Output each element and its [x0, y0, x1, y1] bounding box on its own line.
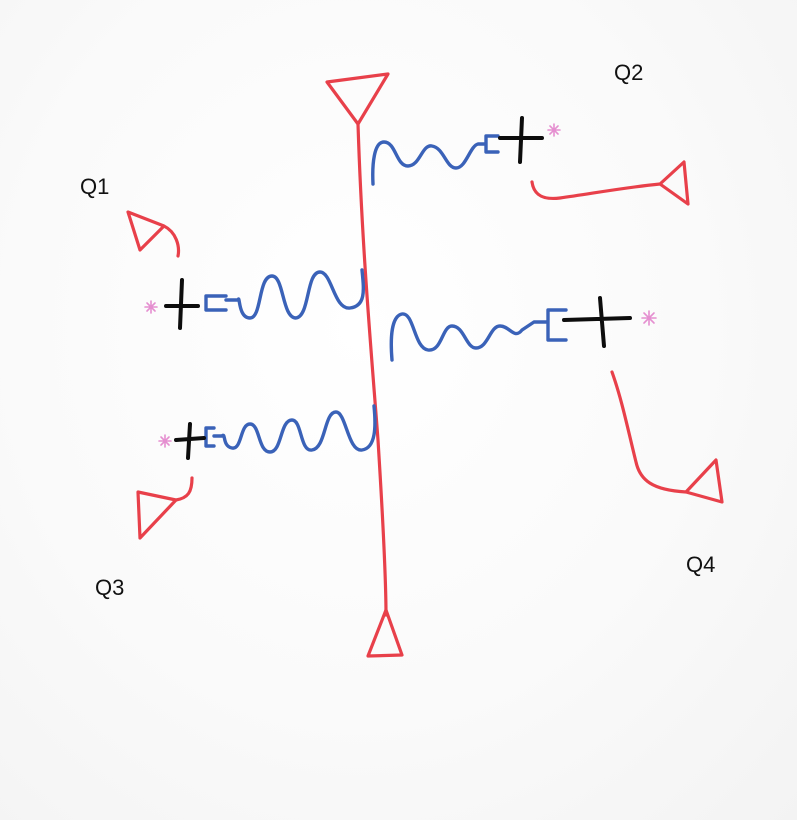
feedline — [325, 72, 404, 658]
feedline-line — [356, 122, 388, 617]
qubit-label-q4: Q4 — [686, 552, 715, 577]
qubit-label-q2: Q2 — [614, 60, 643, 85]
q4-marker — [641, 310, 657, 326]
qubit-q3-group: Q3 — [95, 404, 377, 600]
q1-marker — [144, 300, 158, 314]
q3-qubit-cross — [174, 422, 206, 460]
q4-drive-port — [610, 370, 724, 504]
qubit-q4-group: Q4 — [389, 296, 724, 577]
q3-drive-port — [136, 476, 194, 540]
feedline-top-port — [325, 72, 390, 126]
q2-qubit-cross — [498, 116, 544, 164]
q1-resonator — [204, 268, 366, 320]
qubit-q2-group: Q2 — [371, 60, 690, 206]
q3-marker — [158, 434, 172, 448]
q1-qubit-cross — [164, 278, 200, 330]
q4-qubit-cross — [562, 296, 632, 348]
qubit-q1-group: Q1 — [80, 174, 366, 330]
feedline-bottom-port — [366, 608, 404, 658]
q2-drive-port — [530, 160, 690, 206]
q2-resonator — [371, 134, 500, 186]
q3-resonator — [204, 404, 377, 454]
qubit-label-q1: Q1 — [80, 174, 109, 199]
qubit-label-q3: Q3 — [95, 575, 124, 600]
q1-drive-port — [126, 210, 181, 258]
q2-marker — [547, 123, 561, 137]
q4-resonator — [389, 308, 568, 362]
